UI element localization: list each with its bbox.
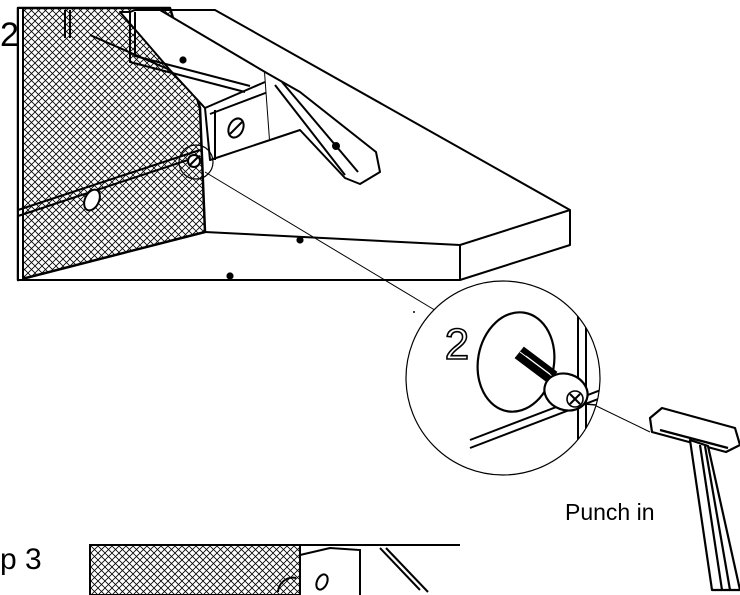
detail-marker	[178, 144, 214, 180]
punch-in-label: Punch in	[565, 499, 655, 525]
tabletop	[18, 9, 571, 281]
step-number-label: 2	[0, 16, 19, 54]
hammer-icon	[648, 406, 740, 592]
zoom-detail	[405, 280, 601, 476]
gusset	[264, 71, 381, 185]
panel-assembly	[16, 6, 571, 282]
washer-icon	[476, 311, 556, 413]
callout-number: 2	[444, 320, 470, 369]
next-step-panel	[89, 544, 460, 595]
step-title-label: p 3	[0, 543, 42, 576]
screw-icon	[514, 346, 589, 412]
